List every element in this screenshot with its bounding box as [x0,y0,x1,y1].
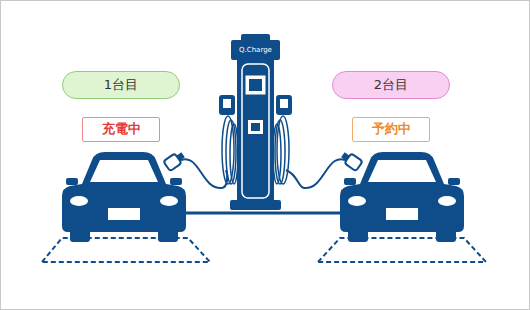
mirror [66,178,78,185]
cable-loop [230,124,238,184]
status-box: 充電中 [82,117,160,142]
station-slot-inner [251,123,260,131]
holster [276,95,292,115]
mirror [344,178,356,185]
vehicle-order-pill: 2台目 [332,71,450,99]
vehicle-order-pill: 1台目 [62,71,180,99]
headlight [160,196,178,206]
plug-grip [341,152,349,160]
brand-label: Q.Charge [239,47,272,54]
windshield [368,160,436,182]
station-header [231,40,280,60]
node-text: 1台目 [104,77,138,93]
station-slot [248,120,263,134]
mirror [170,178,182,185]
license-plate [386,208,418,220]
car-body [340,152,464,232]
charging-cable [286,159,350,188]
holster-gun [223,99,231,108]
station-panel [242,64,269,198]
station-body [237,58,274,204]
holster-gun [280,99,288,108]
plug [339,150,362,171]
windshield [90,160,158,182]
mirror [448,178,460,185]
status-box: 予約中 [352,117,430,142]
node-text: 2台目 [374,77,408,93]
plug-grip [176,152,184,160]
station-base [230,200,281,210]
node-text: 充電中 [102,121,141,137]
car [62,152,186,242]
cable-loop [273,124,281,184]
headlight [70,196,88,206]
charging-cable [176,159,227,188]
holster [219,95,235,115]
car [340,152,464,242]
ground-line [186,212,340,215]
coiled-cable [222,116,289,184]
parking-space [42,238,210,262]
plug [163,150,186,171]
car-body [62,152,186,232]
headlight [438,196,456,206]
node-text: 予約中 [372,121,411,137]
station-screen-inner [249,79,262,91]
parking-space [318,238,486,262]
license-plate [108,208,140,220]
headlight [348,196,366,206]
station-screen [246,76,265,94]
